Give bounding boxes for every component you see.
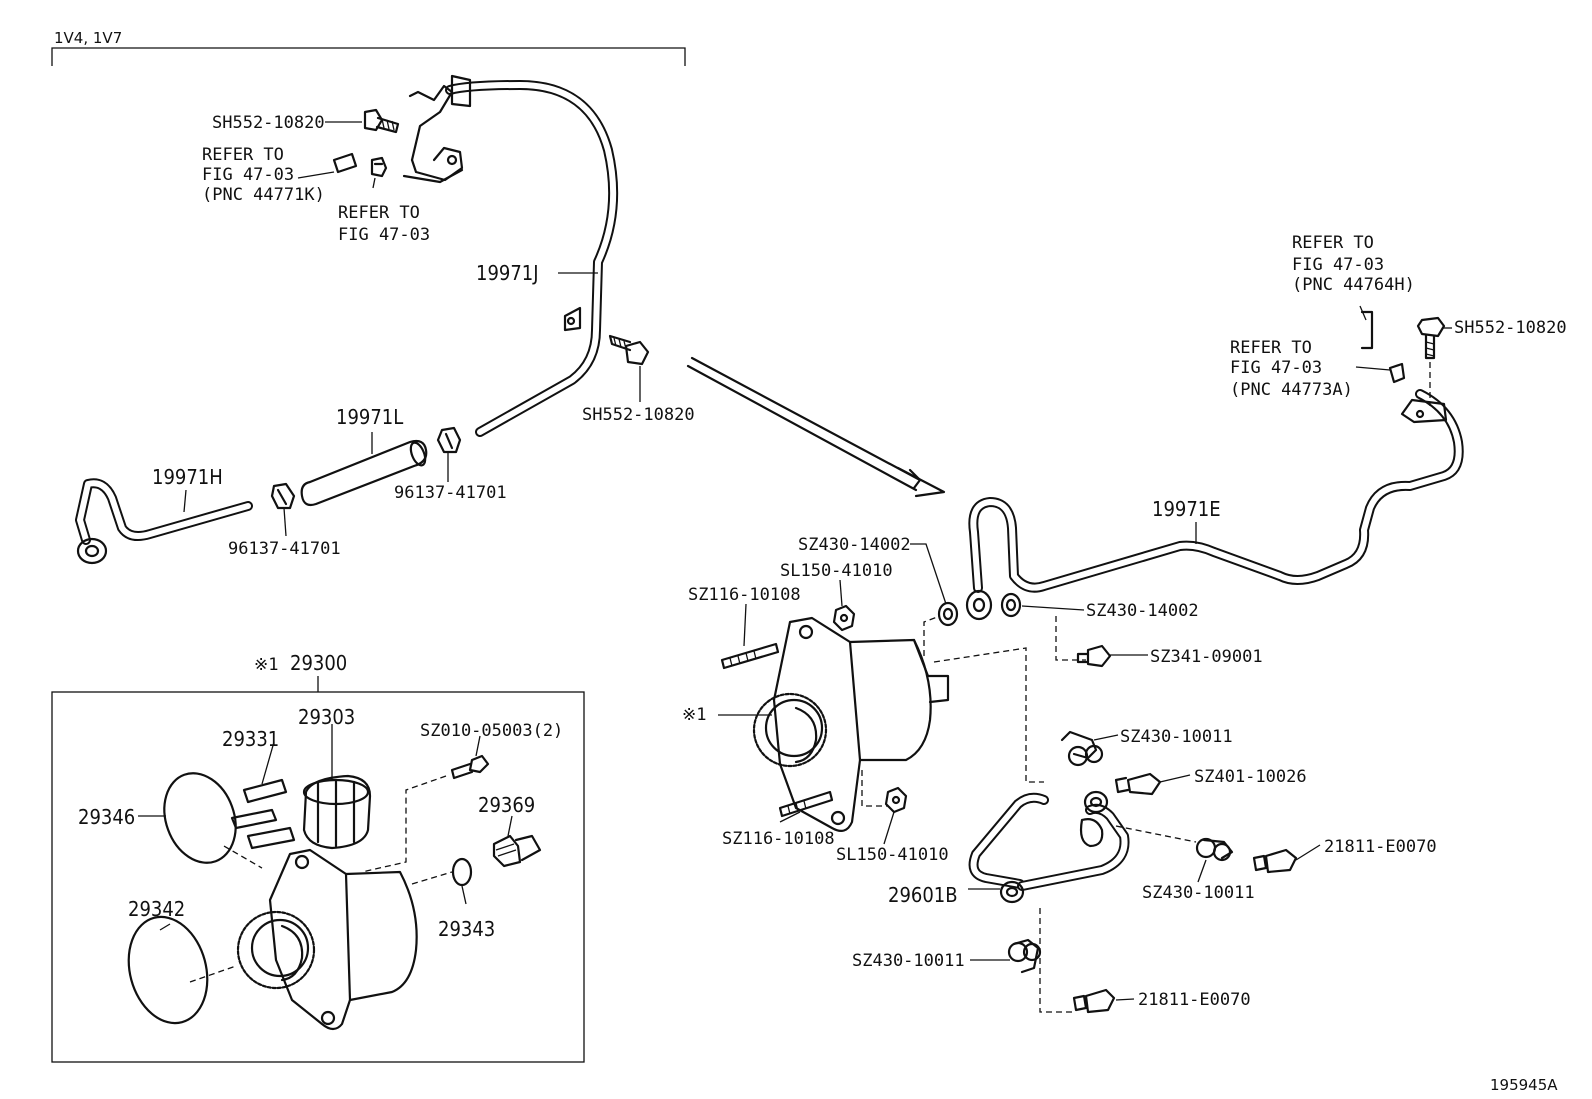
label-sz341: SZ341-09001 bbox=[1150, 647, 1263, 667]
label-clip-a: 96137-41701 bbox=[394, 483, 507, 503]
label-21811-a: 21811-E0070 bbox=[1324, 837, 1437, 857]
label-sh552-right: SH552-10820 bbox=[1454, 318, 1567, 338]
label-refer2-l1: REFER TO bbox=[338, 203, 420, 223]
label-sh552-top: SH552-10820 bbox=[212, 113, 325, 133]
tube-19971l[interactable] bbox=[300, 439, 428, 507]
hose-end-icon bbox=[332, 152, 388, 178]
label-sz010: SZ010-05003(2) bbox=[420, 721, 563, 741]
nut-icon bbox=[832, 604, 856, 632]
bolt-icon bbox=[608, 334, 650, 366]
label-29331: 29331 bbox=[222, 727, 279, 751]
union-bolt-icon bbox=[1076, 644, 1112, 668]
label-refer3-l1: REFER TO bbox=[1292, 233, 1374, 253]
label-sl150-a: SL150-41010 bbox=[780, 561, 893, 581]
model-note: 1V4, 1V7 bbox=[54, 29, 122, 47]
o-ring-29346[interactable] bbox=[152, 763, 247, 873]
label-refer1-l1: REFER TO bbox=[202, 145, 284, 165]
label-mark1: ※1 bbox=[682, 705, 706, 725]
diagram-id: 195945A bbox=[1490, 1076, 1558, 1094]
fitting-29369[interactable] bbox=[492, 834, 542, 868]
vane-set-29331[interactable] bbox=[230, 778, 296, 850]
label-refer2-l2: FIG 47-03 bbox=[338, 225, 430, 245]
vacuum-pump-assembly[interactable] bbox=[752, 616, 950, 833]
hose-clamp-icon bbox=[270, 482, 296, 510]
washer-icon bbox=[1000, 592, 1022, 618]
label-sz430-14002-b: SZ430-14002 bbox=[1086, 601, 1199, 621]
hose-end-icon bbox=[1360, 310, 1406, 384]
label-sz430-14002-a: SZ430-14002 bbox=[798, 535, 911, 555]
rotor-29303[interactable] bbox=[302, 774, 372, 850]
hose-clip-icon bbox=[1007, 938, 1042, 974]
label-sz401: SZ401-10026 bbox=[1194, 767, 1307, 787]
bolt-icon bbox=[1114, 772, 1162, 796]
bolt-icon bbox=[1416, 316, 1446, 360]
assembly-box bbox=[51, 691, 585, 1063]
label-29343: 29343 bbox=[438, 917, 495, 941]
label-clip-b: 96137-41701 bbox=[228, 539, 341, 559]
label-sz430-10011-a: SZ430-10011 bbox=[1120, 727, 1233, 747]
screw-icon bbox=[450, 754, 490, 780]
label-sl150-b: SL150-41010 bbox=[836, 845, 949, 865]
label-refer4-l3: (PNC 44773A) bbox=[1230, 380, 1353, 400]
hose-clip-icon bbox=[1195, 837, 1234, 862]
label-refer4-l1: REFER TO bbox=[1230, 338, 1312, 358]
label-19971l: 19971L bbox=[336, 405, 403, 429]
label-29346: 29346 bbox=[78, 805, 135, 829]
label-29342: 29342 bbox=[128, 897, 185, 921]
direction-arrow bbox=[686, 356, 946, 498]
label-19971e: 19971E bbox=[1152, 497, 1221, 521]
pump-body-29300[interactable] bbox=[236, 848, 418, 1031]
bolt-icon bbox=[1072, 988, 1116, 1014]
label-19971j: 19971J bbox=[476, 261, 539, 285]
stud-icon bbox=[778, 790, 834, 818]
label-19971h: 19971H bbox=[152, 465, 223, 489]
tube-19971h[interactable] bbox=[75, 478, 253, 565]
bolt-icon bbox=[363, 108, 400, 134]
model-bracket: 1V4, 1V7 bbox=[51, 29, 686, 66]
tube-19971j[interactable] bbox=[402, 74, 619, 437]
hose-clip-icon bbox=[1060, 730, 1104, 767]
label-refer3-l2: FIG 47-03 bbox=[1292, 255, 1384, 275]
hose-29601b[interactable] bbox=[968, 790, 1130, 904]
label-sz116-a: SZ116-10108 bbox=[688, 585, 801, 605]
label-refer1-l3: (PNC 44771K) bbox=[202, 185, 325, 205]
bolt-icon bbox=[1252, 848, 1298, 874]
label-sz430-10011-c: SZ430-10011 bbox=[852, 951, 965, 971]
hose-clamp-icon bbox=[436, 426, 462, 454]
stud-icon bbox=[720, 642, 780, 670]
label-29369: 29369 bbox=[478, 793, 535, 817]
label-sz116-b: SZ116-10108 bbox=[722, 829, 835, 849]
gasket-29343[interactable] bbox=[451, 857, 473, 887]
label-29601b: 29601B bbox=[888, 883, 958, 907]
label-refer1-l2: FIG 47-03 bbox=[202, 165, 294, 185]
label-29303: 29303 bbox=[298, 705, 355, 729]
leader-lines bbox=[138, 121, 1452, 1001]
o-ring-29342[interactable] bbox=[117, 908, 218, 1032]
label-sz430-10011-b: SZ430-10011 bbox=[1142, 883, 1255, 903]
label-21811-b: 21811-E0070 bbox=[1138, 990, 1251, 1010]
tube-19971e[interactable] bbox=[965, 389, 1464, 621]
washer-icon bbox=[937, 601, 959, 627]
nut-icon bbox=[884, 786, 908, 814]
label-assy-mark: ※1 bbox=[254, 655, 278, 675]
label-refer4-l2: FIG 47-03 bbox=[1230, 358, 1322, 378]
label-refer3-l3: (PNC 44764H) bbox=[1292, 275, 1415, 295]
label-29300: 29300 bbox=[290, 651, 347, 675]
label-sh552-mid: SH552-10820 bbox=[582, 405, 695, 425]
